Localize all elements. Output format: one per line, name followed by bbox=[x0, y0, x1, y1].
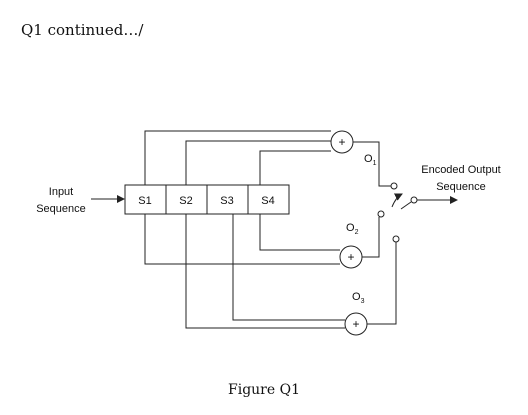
adder-2: + bbox=[339, 245, 363, 269]
rotation-arrow-icon bbox=[391, 193, 403, 208]
output-o3-label: O3 bbox=[352, 291, 365, 305]
input-label-line1: Input bbox=[49, 186, 73, 198]
switch-contact-1 bbox=[390, 182, 398, 190]
o2-line bbox=[362, 217, 380, 258]
register-label-s2: S2 bbox=[179, 195, 192, 207]
output-o1-label: O1 bbox=[364, 153, 377, 167]
register-label-s1: S1 bbox=[138, 195, 151, 207]
output-label-line1: Encoded Output bbox=[421, 164, 501, 176]
adder1-connections bbox=[144, 130, 331, 185]
output-o2-label: O2 bbox=[346, 222, 359, 236]
adder-1: + bbox=[330, 130, 354, 154]
switch-contact-3 bbox=[392, 235, 400, 243]
adder3-connections bbox=[185, 214, 345, 329]
page-heading: Q1 continued…/ bbox=[21, 21, 144, 39]
register-label-s3: S3 bbox=[220, 195, 233, 207]
o1-line bbox=[353, 141, 391, 187]
switch-arm bbox=[400, 201, 412, 210]
adder-3: + bbox=[344, 312, 368, 336]
adder-2-symbol: + bbox=[347, 250, 354, 264]
switch-contact-2 bbox=[377, 210, 385, 218]
adder2-connections bbox=[144, 214, 340, 265]
commutator-switch bbox=[377, 182, 418, 243]
register-cell-s4 bbox=[247, 184, 290, 215]
figure-caption: Figure Q1 bbox=[228, 382, 300, 398]
input-label-line2: Sequence bbox=[36, 203, 86, 215]
output-label-line2: Sequence bbox=[436, 181, 486, 193]
register-label-s4: S4 bbox=[261, 195, 274, 207]
switch-pivot bbox=[410, 196, 418, 204]
register-cell-s3 bbox=[206, 184, 249, 215]
o3-line bbox=[367, 242, 397, 325]
shift-register: S1 S2 S3 S4 bbox=[124, 184, 290, 215]
adder-1-symbol: + bbox=[338, 135, 345, 149]
adder-3-symbol: + bbox=[352, 317, 359, 331]
